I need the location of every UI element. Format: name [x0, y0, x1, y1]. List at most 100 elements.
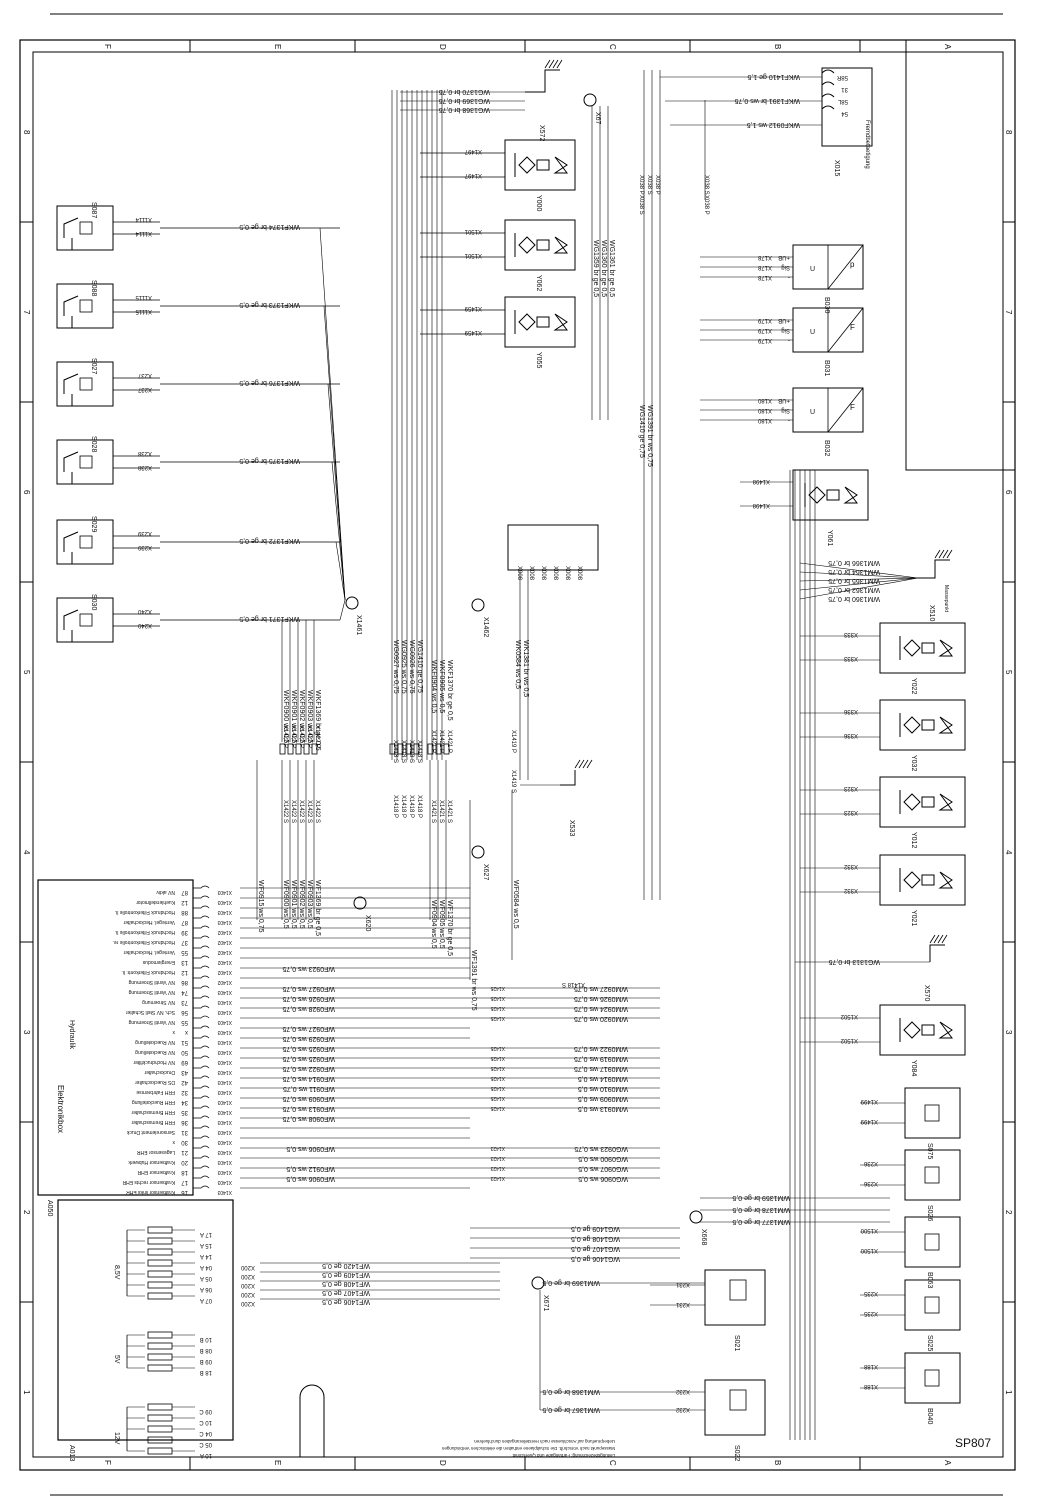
ecu-pin-socket: [193, 915, 210, 919]
limit-switch-s027: [56, 361, 160, 407]
plug-x620: [353, 896, 367, 910]
switch-contact: [63, 217, 79, 238]
wire-label: WKF0905 ws 0,5: [438, 660, 445, 713]
solenoid-valve-y032: [800, 699, 966, 751]
wire-label: WM0924 ws 0,75: [574, 1005, 628, 1012]
ecu-pin-number: 74: [181, 989, 188, 995]
pin-label: X008: [552, 566, 558, 581]
resistor: [147, 1447, 173, 1455]
pin-label: 58L: [837, 98, 848, 104]
wire-label: WG0923 ws 0,75: [574, 1145, 628, 1152]
switch-box: [904, 1279, 961, 1331]
outer-border: [19, 39, 1016, 1471]
ecu-connector: X1403: [217, 1099, 232, 1105]
connector-box: [821, 67, 873, 147]
grid-col-letter: F: [103, 44, 112, 49]
ecu-connector: X1403: [217, 1179, 232, 1185]
wire-label: WG1391 br ws 0,75: [646, 405, 653, 467]
ecu-pin-text: Verriegel. Heckschalter: [123, 919, 175, 925]
ecu-connector: X1403: [217, 909, 232, 915]
ecu-pin-number: x: [185, 1029, 188, 1035]
switch-box: [56, 205, 114, 251]
switch-contact: [63, 373, 79, 394]
switch-label: S027: [90, 358, 97, 374]
resistor: [147, 1331, 173, 1339]
wire-label: WKF1375 br ge 0,5: [239, 457, 300, 464]
plug-label: X1462: [482, 617, 489, 637]
wire-label: WM0914 ws 0,5: [578, 1075, 628, 1082]
connector-label: X1421 S: [438, 800, 444, 823]
ecu-pin-number: 55: [181, 1019, 188, 1025]
wire-label: WKF0902 ws 0,5: [298, 690, 305, 743]
wire-label: WF0926 ws 0,75: [282, 995, 335, 1002]
ecu-connector: X1403: [217, 1109, 232, 1115]
connector-label: X1418 S: [562, 981, 585, 987]
connector-label: X1422 S: [282, 800, 288, 823]
switch-label: S075: [926, 1143, 933, 1159]
wire-label: WG1407 ge 0,5: [571, 1245, 620, 1252]
connector-x015: [821, 67, 873, 147]
sensor-b030: [792, 244, 864, 290]
connector-label: X1115: [135, 308, 152, 314]
wire: [335, 541, 346, 601]
ecu-pin-text: NV Ventil Stroemung: [128, 979, 175, 985]
ecu-pin-number: 87: [181, 889, 188, 895]
grid-row-number: 5: [22, 670, 31, 675]
wire-label: WF0901 ws 0,5: [290, 880, 297, 929]
switch-label: S021: [733, 1335, 740, 1351]
connector-label: X1501: [464, 252, 482, 258]
grid-row-number: 8: [22, 130, 31, 135]
grid-col-letter: C: [608, 44, 617, 50]
ecu-pin-text: FRH Bremsschalter: [131, 1119, 175, 1125]
sensor-b032: [792, 387, 864, 433]
wire-label: WKF1371 br ge 0,5: [239, 615, 300, 622]
valve-label: Y032: [910, 755, 917, 771]
connector-label: X1421 P: [430, 730, 436, 753]
wire-label: WF1370 br ge 0,5: [446, 900, 453, 956]
wire-label: WF0925 ws 0,75: [282, 1055, 335, 1062]
wire-label: WG1369 br 0,75: [439, 97, 490, 104]
ecu-pin-text: Hochdruck Filterkontrolle li.: [115, 909, 175, 915]
plug-x67: [583, 93, 597, 107]
connector-label: X1423: [490, 1155, 505, 1161]
ecu-pin-socket: [193, 1095, 210, 1099]
connector-label: X1418 P: [408, 795, 414, 818]
limit-switch-s026: [860, 1149, 961, 1201]
ecu-pin-text: Sensorelement Druck: [126, 1129, 175, 1135]
ecu-pin-socket: [193, 1125, 210, 1129]
connector-label: X1418 S: [408, 740, 414, 763]
connector-label: X1502: [840, 1037, 858, 1043]
switch-box: [904, 1087, 961, 1139]
pin-housing: [295, 743, 302, 755]
ecu-pin-number: 42: [181, 1079, 188, 1085]
wire-label: WF0922 ws 0,75: [282, 1065, 335, 1072]
ecu-subtitle: Hydraulik: [68, 1020, 75, 1050]
titleblock-border: [905, 40, 1015, 471]
ecu-connector: X1403: [217, 1139, 232, 1145]
connector-label: X1422 P: [314, 725, 320, 748]
connector-label: X1419 P: [510, 730, 516, 753]
valve-symbol: [514, 152, 568, 178]
pin-housing: [279, 743, 286, 755]
pin-label: Sig: [781, 264, 790, 270]
connector-label: X235: [863, 1290, 878, 1296]
wire-label: WF1407 ge 0,5: [322, 1289, 370, 1296]
ground-line: [918, 559, 950, 579]
pin-label: 05 C: [199, 1441, 212, 1447]
ecu-pin-socket: [193, 985, 210, 989]
plug-label: X620: [364, 915, 371, 931]
connector-label: X238: [137, 464, 152, 470]
valve-box: [504, 219, 576, 271]
switch-box: [904, 1352, 961, 1404]
switch-label: B040: [926, 1408, 933, 1424]
switch-label: S028: [90, 436, 97, 452]
connector-label: X1423: [490, 1175, 505, 1181]
pin-label: 10 A: [200, 1452, 212, 1458]
ecu-pin-text: FRH Bremsschalter: [131, 1109, 175, 1115]
wire: [582, 759, 589, 769]
valve-symbol: [804, 482, 858, 508]
limit-switch-s087: [56, 205, 160, 251]
sensor-label: B031: [823, 360, 830, 376]
limit-switch-b040: [860, 1352, 961, 1404]
